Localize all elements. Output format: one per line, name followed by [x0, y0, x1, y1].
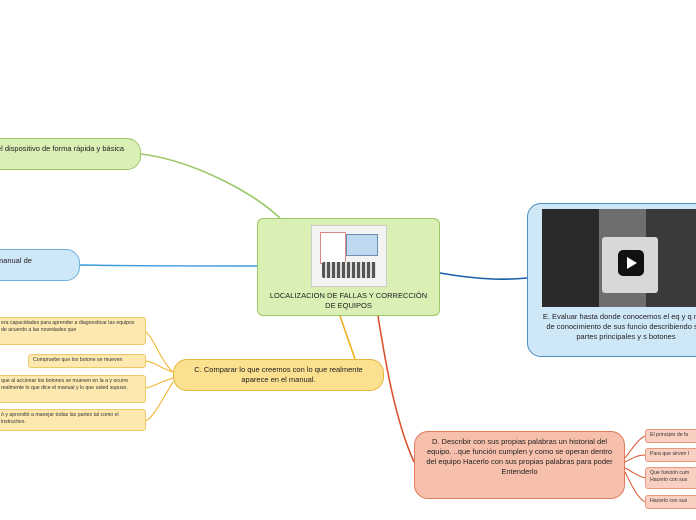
- branch-c-topic[interactable]: C. Comparar lo que creemos con lo que re…: [173, 359, 384, 391]
- connector-d: [377, 315, 415, 463]
- branch-d-subtopic-2[interactable]: Para que sirven l: [645, 448, 696, 462]
- subtopic-label: que al accionar los botones se mueven en…: [1, 378, 129, 391]
- branch-c-subtopic-3[interactable]: que al accionar los botones se mueven en…: [0, 375, 146, 403]
- branch-c-subtopic-1[interactable]: era capacidades para aprender a diagnost…: [0, 317, 146, 345]
- video-thumbnail[interactable]: [542, 209, 696, 307]
- branch-e-label: E. Evaluar hasta donde conocemos el eq y…: [542, 312, 696, 341]
- branch-c-subtopic-4[interactable]: ó y aprendió a manejar todas las partes …: [0, 409, 146, 431]
- connector-d1: [624, 435, 646, 459]
- connector-d2: [624, 454, 646, 463]
- subtopic-label: El principio de fu: [650, 432, 689, 438]
- subtopic-label: Para que sirven l: [650, 451, 689, 457]
- branch-b-label: el manual de: [0, 256, 32, 265]
- central-topic-label: LOCALIZACION DE FALLAS Y CORRECCIÓN DE E…: [269, 291, 428, 310]
- branch-d-label: D. Describir con sus propias palabras un…: [426, 437, 613, 476]
- branch-d-topic[interactable]: D. Describir con sus propias palabras un…: [414, 431, 625, 499]
- branch-c-label: C. Comparar lo que creemos con lo que re…: [194, 365, 363, 384]
- connector-c: [339, 315, 356, 360]
- subtopic-label: Que función cum Hacerlo con sus: [650, 470, 690, 483]
- connector-c1: [145, 331, 174, 373]
- connector-c4: [145, 381, 174, 422]
- connector-d4: [624, 471, 646, 503]
- subtopic-label: Hacerlo con sus: [650, 498, 688, 504]
- connector-a: [140, 153, 281, 219]
- connector-b: [79, 264, 258, 267]
- central-topic[interactable]: LOCALIZACION DE FALLAS Y CORRECCIÓN DE E…: [257, 218, 440, 316]
- subtopic-label: Compruebe que los botone se mueven: [33, 357, 123, 363]
- subtopic-label: ó y aprendió a manejar todas las partes …: [1, 412, 119, 425]
- subtopic-label: era capacidades para aprender a diagnost…: [1, 320, 135, 333]
- connector-d3: [624, 467, 646, 479]
- branch-c-subtopic-2[interactable]: Compruebe que los botone se mueven: [28, 354, 146, 368]
- branch-e-topic[interactable]: E. Evaluar hasta donde conocemos el eq y…: [527, 203, 696, 357]
- branch-d-subtopic-3[interactable]: Que función cum Hacerlo con sus: [645, 467, 696, 489]
- connector-e: [439, 272, 528, 280]
- branch-b-topic[interactable]: el manual de: [0, 249, 80, 281]
- play-icon[interactable]: [618, 250, 644, 276]
- branch-d-subtopic-1[interactable]: El principio de fu: [645, 429, 696, 443]
- branch-d-subtopic-4[interactable]: Hacerlo con sus: [645, 495, 696, 509]
- connector-c3: [145, 377, 174, 389]
- connector-c2: [145, 360, 174, 373]
- branch-a-topic[interactable]: el dispositivo de forma rápida y básica: [0, 138, 141, 170]
- ecg-machine-image: [310, 225, 387, 287]
- branch-a-label: el dispositivo de forma rápida y básica: [0, 144, 125, 153]
